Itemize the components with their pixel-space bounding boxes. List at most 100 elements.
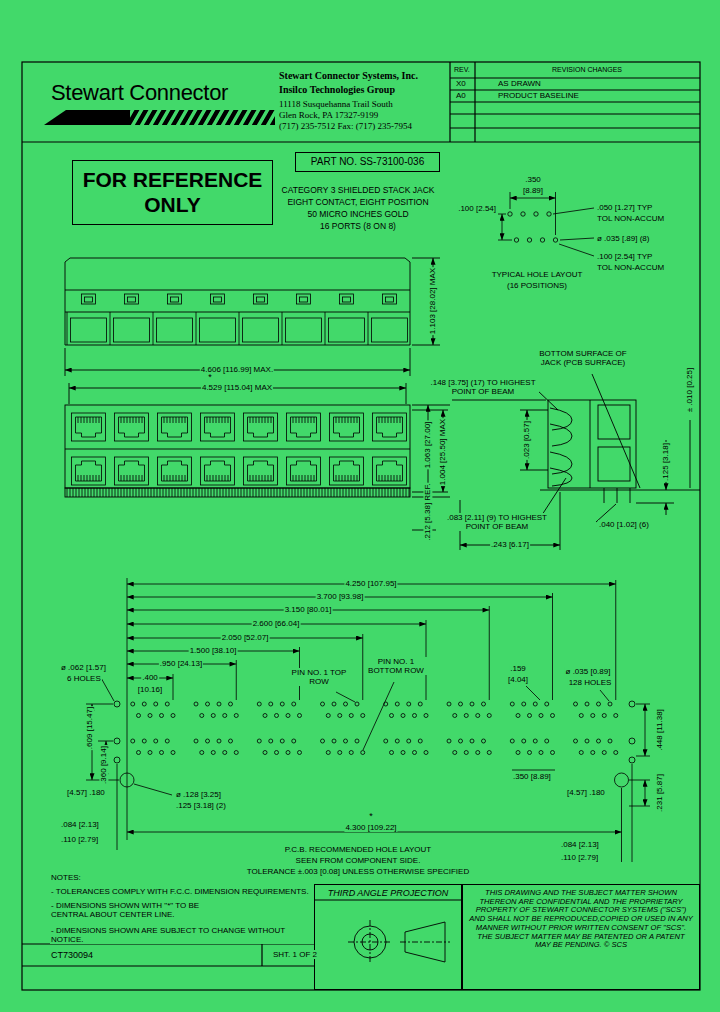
drawing-label: TOLERANCE ±.003 [0.08] UNLESS OTHERWISE …	[246, 867, 470, 876]
drawing-stroke	[508, 212, 512, 216]
drawing-stroke	[526, 686, 540, 700]
drawing-stroke	[173, 674, 174, 700]
drawing-stroke	[325, 294, 365, 345]
drawing-label: 16 PORTS (8 ON 8)	[319, 222, 397, 232]
drawing-label: .243 [6.17]	[490, 540, 530, 549]
drawing-stroke	[632, 764, 633, 862]
drawing-stroke	[65, 348, 66, 376]
drawing-label: .050 [1.27] TYP	[596, 203, 653, 212]
drawing-stroke	[540, 490, 700, 491]
drawing-stroke	[615, 773, 629, 787]
drawing-stroke	[636, 704, 650, 705]
drawing-label: .083 [2.11] (9) TO HIGHEST POINT OF BEAM	[441, 513, 553, 531]
drawing-stroke	[194, 739, 238, 755]
drawing-label: 4.300 [109.22]	[344, 823, 397, 832]
drawing-stroke	[590, 400, 591, 488]
drawing-stroke	[629, 738, 635, 744]
drawing-label: .110 [2.79]	[60, 835, 99, 844]
drawing-label: .100 [2.54] TYP	[596, 252, 653, 261]
drawing-stroke	[134, 784, 172, 795]
drawing-label: TOL NON-ACCUM	[596, 263, 665, 272]
drawing-stroke	[520, 410, 548, 411]
drawing-label: .084 [2.13]	[560, 840, 600, 849]
drawing-stroke	[553, 238, 557, 242]
drawing-label: Insilco Technologies Group	[278, 84, 396, 96]
drawing-label: .125 [3.18]	[661, 442, 670, 482]
drawing-label: REVISION CHANGES	[551, 66, 623, 74]
drawing-stroke	[321, 702, 365, 718]
drawing-stroke	[553, 208, 594, 214]
drawing-label: .350 [8.89]	[512, 772, 552, 781]
drawing-stroke	[330, 457, 364, 485]
drawing-stroke	[498, 240, 512, 241]
drawing-label: CT730094	[50, 950, 94, 960]
drawing-label: .100 [2.54]	[457, 204, 497, 213]
drawing-label: .212 [5.38] REF.	[423, 482, 432, 541]
drawing-stroke	[450, 77, 700, 78]
drawing-label: .110 [2.79]	[560, 853, 599, 862]
drawing-stroke	[629, 701, 635, 707]
drawing-stroke	[502, 214, 503, 240]
drawing-stroke	[257, 702, 301, 718]
drawing-stroke	[196, 294, 236, 345]
drawing-stroke	[65, 405, 410, 488]
drawing-label: .350	[524, 175, 542, 184]
drawing-stroke	[548, 400, 636, 488]
drawing-stroke	[645, 704, 646, 756]
drawing-label: [4.04]	[507, 675, 529, 684]
drawing-stroke	[550, 468, 572, 486]
drawing-stroke	[65, 312, 410, 313]
drawing-stroke	[690, 420, 691, 488]
drawing-label: 1.103 [28.02] MAX	[428, 267, 437, 335]
drawing-label: ø .062 [1.57]	[60, 663, 107, 672]
drawing-label: PRODUCT BASELINE	[497, 91, 580, 100]
drawing-label: 3.150 [80.01]	[284, 605, 333, 614]
drawing-label: *	[368, 811, 374, 821]
typical-hole-layout	[498, 192, 594, 256]
drawing-stroke	[100, 676, 114, 701]
drawing-label: ± .010 [0.25]	[685, 367, 694, 413]
drawing-stroke	[153, 294, 193, 345]
drawing-label: AS DRAWN	[497, 79, 542, 88]
pcb-hole-layout	[86, 578, 650, 862]
drawing-stroke	[98, 741, 113, 742]
drawing-stroke	[384, 702, 428, 718]
drawing-label: 1.063 [27.00]	[423, 421, 432, 470]
drawing-stroke	[239, 294, 279, 345]
drawing-stroke	[363, 682, 394, 750]
note-box: THIS DRAWING AND THE SUBJECT MATTER SHOW…	[462, 884, 700, 990]
drawing-label: .023 [0.57]	[522, 420, 531, 460]
drawing-stroke	[287, 457, 321, 485]
drawing-stroke	[158, 413, 192, 441]
drawing-label: .159	[509, 664, 527, 673]
drawing-stroke	[447, 702, 491, 718]
drawing-stroke	[373, 457, 407, 485]
drawing-label: ø .035 [0.89]	[565, 667, 612, 676]
drawing-stroke	[645, 780, 646, 806]
drawing-label: EIGHT CONTACT, EIGHT POSITION	[286, 198, 429, 208]
drawing-label: .084 [2.13]	[60, 820, 100, 829]
drawing-label: REV.	[453, 66, 471, 74]
drawing-label: .040 [1.02] (6)	[598, 520, 650, 529]
drawing-stroke	[201, 413, 235, 441]
drawing-stroke	[257, 739, 301, 755]
drawing-stroke	[552, 593, 553, 700]
drawing-stroke	[368, 294, 408, 345]
drawing-stroke	[559, 244, 594, 256]
jack-top-view	[65, 258, 440, 404]
drawing-stroke	[574, 739, 618, 755]
box-text: THIRD ANGLE PROJECTION	[328, 888, 449, 898]
drawing-label: 4.529 [115.04] MAX	[201, 383, 273, 392]
drawing-stroke	[117, 764, 118, 850]
drawing-stroke	[520, 470, 548, 471]
drawing-label: .950 [24.13]	[159, 659, 203, 668]
drawing-stroke	[447, 739, 491, 755]
drawing-stroke	[512, 770, 555, 771]
drawing-stroke	[510, 192, 511, 209]
drawing-stroke	[131, 739, 175, 755]
drawing-stroke	[534, 212, 538, 216]
drawing-stroke	[547, 212, 551, 216]
drawing-label: .400	[141, 673, 159, 682]
drawing-label: P.C.B. RECOMMENDED HOLE LAYOUT	[284, 845, 432, 854]
